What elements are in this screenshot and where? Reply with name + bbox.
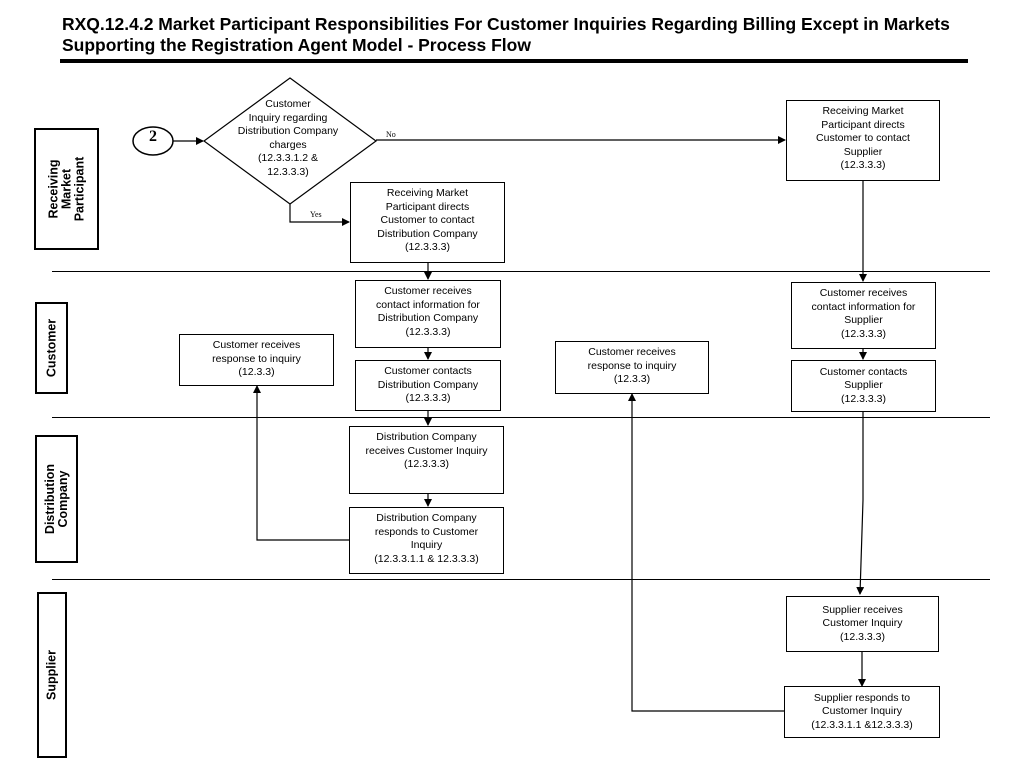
flow-arrow [856,411,865,595]
lane-label-receiving-market-participant: Receiving Market Participant [34,128,99,250]
process-box-customer-contacts-supplier: Customer contacts Supplier (12.3.3.3) [791,360,936,412]
process-box-customer-receives-supplier-info: Customer receives contact information fo… [791,282,936,349]
title-underline [60,59,968,63]
process-box-supplier-responds: Supplier responds to Customer Inquiry (1… [784,686,940,738]
lane-divider [52,579,990,580]
lane-label-supplier: Supplier [37,592,67,758]
yes-branch-arrow [289,204,350,226]
process-box-customer-contacts-distribution: Customer contacts Distribution Company (… [355,360,501,411]
page-title: RXQ.12.4.2 Market Participant Responsibi… [62,14,950,55]
edge-label-yes: Yes [310,210,322,219]
process-box-customer-receives-response: Customer receives response to inquiry (1… [179,334,334,386]
process-box-customer-receives-response: Customer receives response to inquiry (1… [555,341,709,394]
process-box-distribution-responds: Distribution Company responds to Custome… [349,507,504,574]
decision-text: Customer Inquiry regarding Distribution … [237,98,339,178]
process-box-rmp-directs-distribution: Receiving Market Participant directs Cus… [350,182,505,263]
lane-label-distribution-company: Distribution Company [35,435,78,563]
process-box-supplier-receives-inquiry: Supplier receives Customer Inquiry (12.3… [786,596,939,652]
supplier-response-arrow [628,393,784,712]
lane-label-customer: Customer [35,302,68,394]
edge-label-no: No [386,130,396,139]
process-box-distribution-receives-inquiry: Distribution Company receives Customer I… [349,426,504,494]
process-box-customer-receives-distribution-info: Customer receives contact information fo… [355,280,501,348]
connector-label: 2 [149,128,157,145]
process-box-rmp-directs-supplier: Receiving Market Participant directs Cus… [786,100,940,181]
lane-divider [52,271,990,272]
lane-divider [52,417,990,418]
dist-response-arrow [253,385,349,541]
